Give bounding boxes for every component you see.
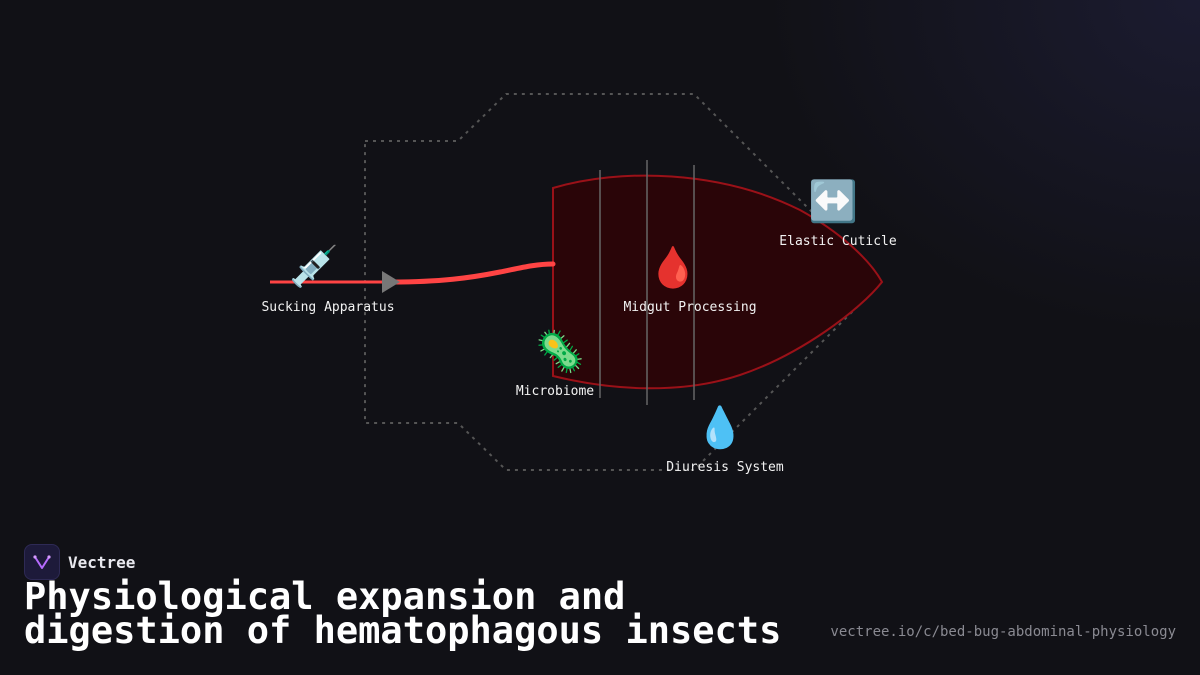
water-drop-icon: 💧: [695, 405, 745, 451]
microbiome-label: Microbiome: [515, 384, 595, 399]
flow-arrow-head: [382, 271, 400, 293]
page-title: Physiological expansion and digestion of…: [24, 575, 782, 652]
body-outline: [364, 93, 884, 471]
brand: Vectree: [24, 544, 135, 580]
blood-flow-path: [389, 261, 556, 285]
syringe-icon: 💉: [289, 244, 339, 290]
midgut-processing-label: Midgut Processing: [623, 300, 757, 315]
sucking-apparatus-label: Sucking Apparatus: [261, 300, 395, 315]
vectree-logo-icon: [24, 544, 60, 580]
blood-drop-icon: 🩸: [648, 245, 698, 291]
abdomen-shape: [552, 174, 884, 390]
diuresis-system-label: Diuresis System: [666, 460, 784, 475]
brand-name: Vectree: [68, 552, 136, 572]
elastic-cuticle-label: Elastic Cuticle: [779, 234, 897, 249]
microbe-icon: 🦠: [535, 329, 585, 375]
left-right-arrow-icon: ↔️: [808, 179, 858, 225]
source-url: vectree.io/c/bed-bug-abdominal-physiolog…: [830, 624, 1176, 640]
